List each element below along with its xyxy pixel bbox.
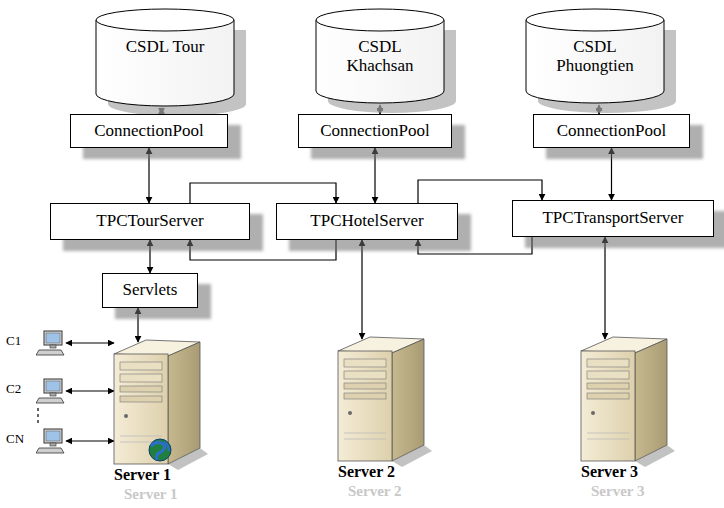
client-computer	[36, 330, 66, 356]
client-computer	[36, 428, 66, 454]
database-node: CSDL Phuongtien	[525, 8, 665, 105]
reflection-label: Server 2	[348, 483, 401, 500]
server-label: Server 2	[338, 463, 395, 481]
component-box: TPCHotelServer	[276, 203, 458, 240]
database-node: CSDL Khachsan	[315, 8, 445, 105]
server-node: Server 1	[108, 336, 208, 484]
connector	[66, 440, 114, 441]
database-node: CSDL Tour	[95, 8, 235, 108]
dotted-line	[37, 408, 38, 426]
node-label: ConnectionPool	[320, 122, 430, 141]
connector	[66, 390, 114, 391]
node-label: ConnectionPool	[557, 122, 667, 141]
server-label: Server 1	[114, 466, 171, 484]
node-label: TPCHotelServer	[310, 212, 423, 231]
server-node: Server 2	[332, 333, 432, 481]
server-label: Server 3	[581, 463, 638, 481]
connector	[190, 183, 336, 203]
client-label: C1	[6, 334, 21, 348]
node-label: CSDL Phuongtien	[533, 38, 657, 75]
node-label: TPCTransportServer	[542, 209, 683, 228]
client-node: C2	[6, 378, 66, 404]
client-node: C1	[6, 330, 66, 356]
connector	[190, 240, 336, 260]
node-label: TPCTourServer	[96, 212, 203, 231]
reflection-label: Server 3	[591, 483, 644, 500]
node-label: CSDL Tour	[126, 38, 205, 57]
node-label: Servlets	[123, 281, 178, 300]
client-node: CN	[6, 428, 66, 454]
component-box: Servlets	[102, 273, 198, 308]
database-cylinder	[95, 8, 235, 108]
connector	[66, 342, 114, 343]
client-label: C2	[6, 382, 21, 396]
connector	[137, 308, 138, 342]
connector	[611, 148, 612, 200]
component-box: ConnectionPool	[533, 114, 690, 148]
connector	[374, 148, 375, 203]
component-box: TPCTourServer	[50, 203, 250, 240]
component-box: ConnectionPool	[298, 114, 452, 148]
connector	[149, 240, 150, 273]
connector	[148, 148, 149, 203]
reflection-label: Server 1	[124, 486, 177, 503]
client-computer	[36, 378, 66, 404]
client-label: CN	[6, 432, 24, 446]
connector	[361, 240, 362, 339]
node-label: CSDL Khachsan	[323, 38, 437, 75]
component-box: TPCTransportServer	[512, 200, 714, 237]
server-tower	[332, 333, 432, 467]
node-label: ConnectionPool	[94, 122, 204, 141]
server-tower	[575, 333, 675, 467]
server-node: Server 3	[575, 333, 675, 481]
server-tower	[108, 336, 208, 470]
component-box: ConnectionPool	[70, 114, 228, 148]
connector	[604, 237, 605, 339]
